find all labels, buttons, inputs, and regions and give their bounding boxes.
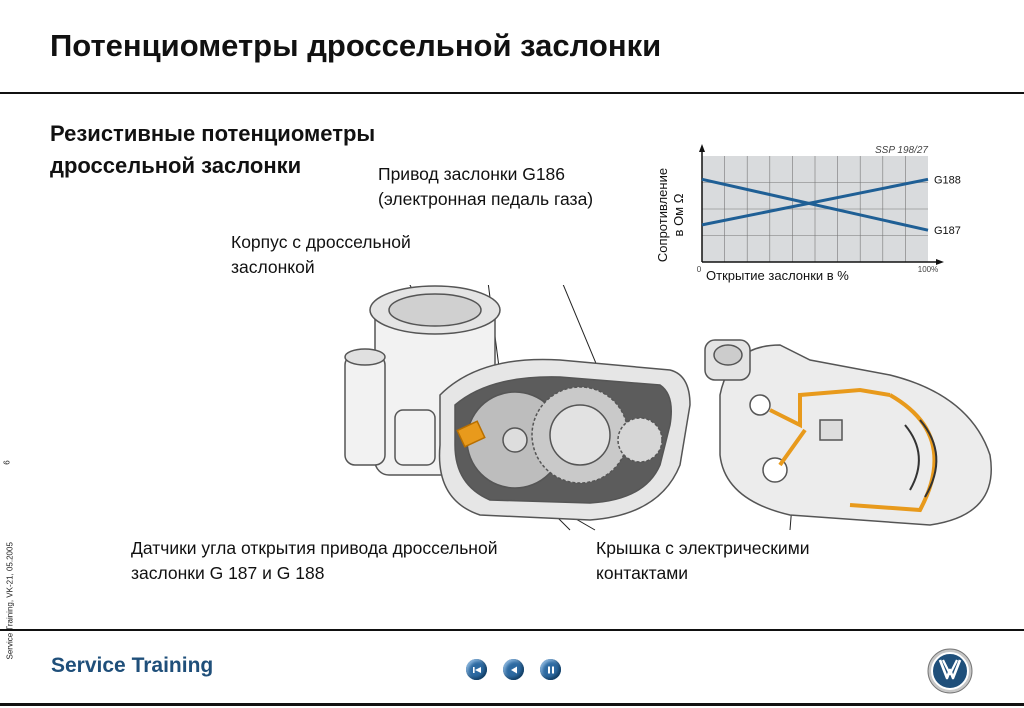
series-line-g188 — [701, 177, 929, 227]
chart-labels: SSP 198/27 0 100% Открытие заслонки в % Сопр… — [655, 145, 938, 283]
series-line-g187 — [701, 177, 929, 232]
gearbox — [438, 358, 691, 521]
footer-rule — [0, 629, 1024, 631]
side-page-number: 6 — [2, 460, 12, 465]
side-footnote: Service Training, VK-21, 05.2005 — [5, 542, 15, 660]
callout-drive-line-1: Привод заслонки G186 — [378, 164, 566, 184]
callout-housing: Корпус с дроссельной заслонкой — [231, 230, 411, 280]
play-back-icon — [510, 666, 517, 673]
callout-sensors: Датчики угла открытия привода дроссельно… — [131, 536, 497, 586]
chart-x-arrow — [936, 259, 944, 265]
footer-bottom-rule — [0, 703, 1024, 706]
throttle-body-illustration — [344, 285, 992, 531]
chart-x-label: Открытие заслонки в % — [706, 268, 849, 283]
callout-cover-line-2: контактами — [596, 563, 689, 583]
chart-y-arrow — [699, 144, 705, 152]
subtitle-line-1: Резистивные потенциометры — [50, 121, 376, 146]
skip-back-icon — [472, 666, 481, 673]
title-rule — [0, 92, 1024, 94]
chart-x-tick-100: 100% — [918, 265, 938, 274]
callout-sensors-line-1: Датчики угла открытия привода дроссельно… — [131, 538, 498, 558]
series-label-g187: G187 — [934, 225, 961, 237]
page-title: Потенциометры дроссельной заслонки — [50, 28, 662, 63]
chart-grid — [702, 156, 928, 262]
pause-button[interactable] — [540, 659, 561, 680]
callout-housing-line-2: заслонкой — [231, 257, 315, 277]
chart-source-tag: SSP 198/27 — [875, 145, 928, 156]
subtitle: Резистивные потенциометры дроссельной за… — [50, 118, 375, 182]
callout-sensors-line-2: заслонки G 187 и G 188 — [131, 563, 325, 583]
callout-cover: Крышка с электрическими контактами — [596, 536, 810, 586]
cover — [704, 339, 992, 526]
series-label-g188: G188 — [934, 174, 961, 186]
subtitle-line-2: дроссельной заслонки — [50, 153, 302, 178]
footer-brand: Service Training — [51, 654, 214, 677]
pause-icon — [547, 666, 554, 673]
callout-housing-line-1: Корпус с дроссельной — [231, 232, 411, 252]
vw-logo — [927, 648, 973, 694]
callout-cover-line-1: Крышка с электрическими — [596, 538, 810, 558]
chart-axes — [699, 144, 944, 265]
callout-drive-line-2: (электронная педаль газа) — [378, 189, 594, 209]
previous-button[interactable] — [503, 659, 524, 680]
chart-y-label-line-2: в Ом Ω — [671, 193, 686, 236]
chart-x-tick-0: 0 — [697, 265, 702, 274]
callout-drive: Привод заслонки G186 (электронная педаль… — [378, 162, 593, 212]
chart-y-label-line-1: Сопротивление — [655, 168, 670, 262]
skip-back-button[interactable] — [466, 659, 487, 680]
